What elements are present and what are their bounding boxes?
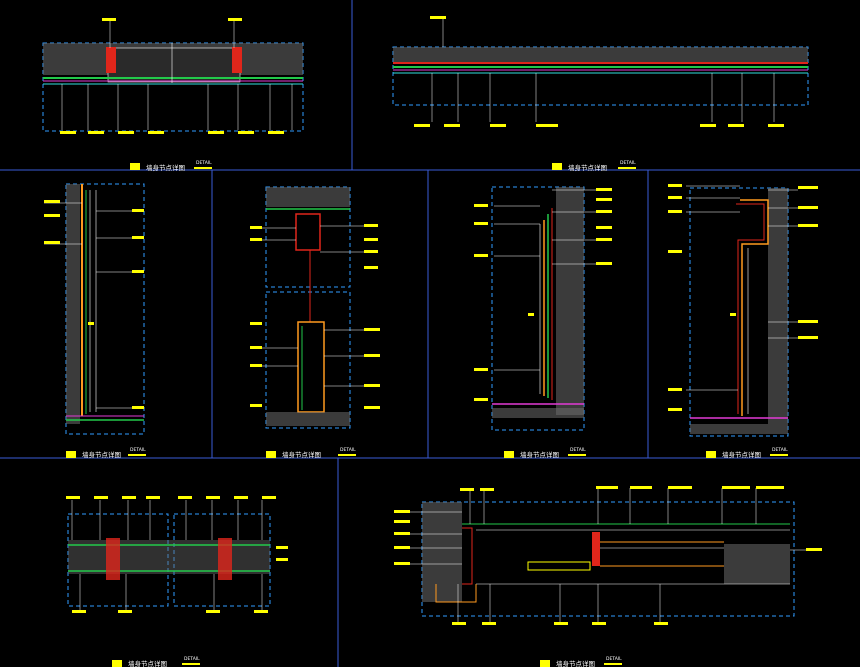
- panel-detail-tag: DETAIL: [772, 447, 788, 453]
- title-block-panel-1: 墙身节点详图 DETAIL: [130, 160, 212, 172]
- panel-7-drawing: [66, 496, 288, 613]
- panel-1-drawing: [42, 18, 304, 134]
- panel-detail-tag: DETAIL: [340, 447, 356, 453]
- title-block-panel-7: 墙身节点详图 DETAIL: [112, 656, 200, 667]
- panel-4-drawing: [250, 186, 380, 429]
- title-block-panel-8: 墙身节点详图 DETAIL: [540, 656, 622, 667]
- panel-title: 墙身节点详图: [82, 450, 121, 459]
- panel-title: 墙身节点详图: [722, 450, 761, 459]
- panel-2-drawing: [392, 16, 809, 127]
- panel-detail-tag: DETAIL: [196, 160, 212, 166]
- panel-3-drawing: [44, 183, 145, 435]
- title-block-panel-6: 墙身节点详图 DETAIL: [706, 447, 788, 459]
- panel-detail-tag: DETAIL: [606, 656, 622, 662]
- panel-8-drawing: [394, 486, 822, 625]
- panel-detail-tag: DETAIL: [130, 447, 146, 453]
- title-block-panel-3: 墙身节点详图 DETAIL: [66, 447, 146, 459]
- panel-title: 墙身节点详图: [146, 163, 185, 172]
- panel-5-drawing: [474, 186, 612, 431]
- title-block-panel-4: 墙身节点详图 DETAIL: [266, 447, 356, 459]
- panel-6-drawing: [668, 184, 818, 437]
- panel-detail-tag: DETAIL: [570, 447, 586, 453]
- panel-title: 墙身节点详图: [128, 659, 167, 667]
- panel-detail-tag: DETAIL: [184, 656, 200, 662]
- panel-detail-tag: DETAIL: [620, 160, 636, 166]
- panel-title: 墙身节点详图: [282, 450, 321, 459]
- panel-title: 墙身节点详图: [568, 163, 607, 172]
- panel-title: 墙身节点详图: [520, 450, 559, 459]
- title-block-panel-5: 墙身节点详图 DETAIL: [504, 447, 586, 459]
- title-block-panel-2: 墙身节点详图 DETAIL: [552, 160, 636, 172]
- panel-title: 墙身节点详图: [556, 659, 595, 667]
